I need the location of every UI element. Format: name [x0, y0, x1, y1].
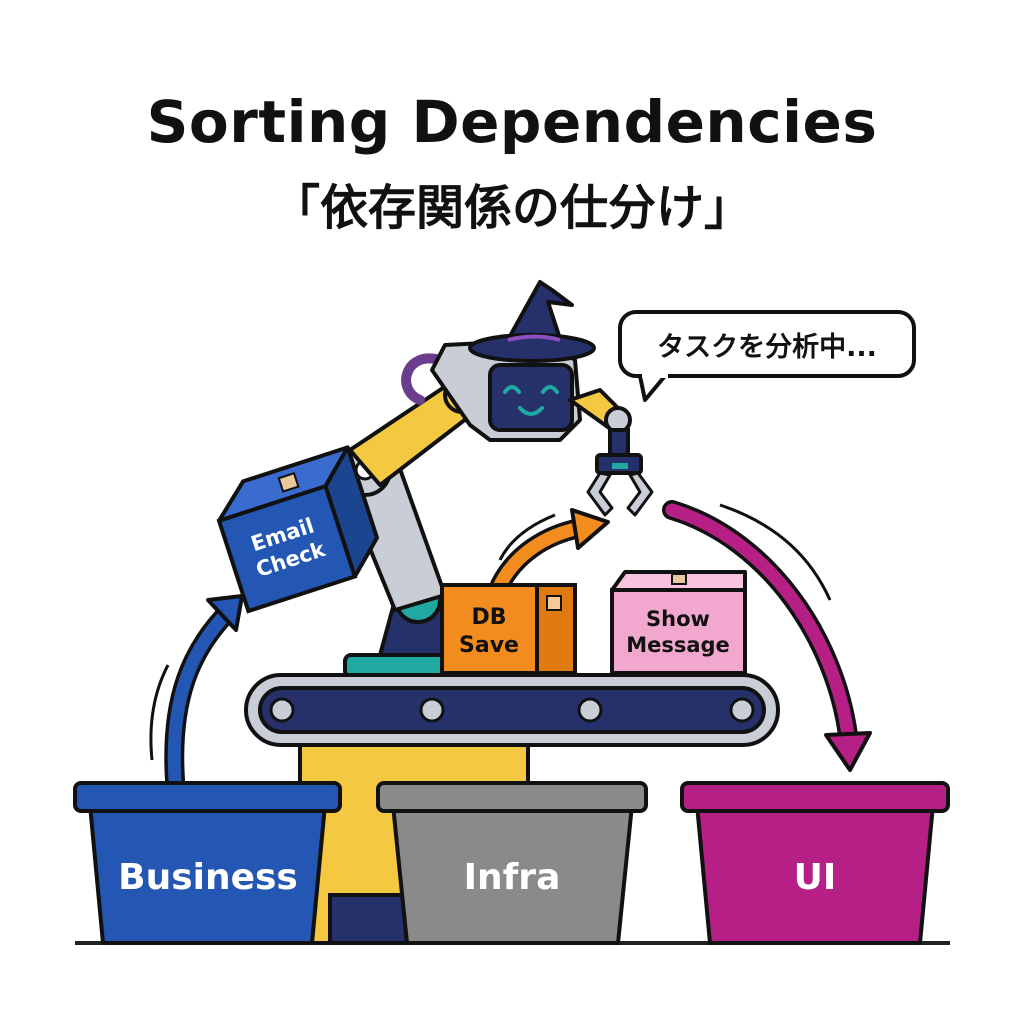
conveyor-belt — [244, 673, 780, 747]
bin-business: Business — [73, 781, 342, 945]
box-db-save-label-2: Save — [459, 633, 519, 658]
bin-ui: UI — [680, 781, 950, 945]
conveyor-roller — [419, 697, 445, 723]
page-title: Sorting Dependencies — [146, 88, 878, 156]
bin-infra: Infra — [376, 781, 648, 945]
box-db-save-label-1: DB — [471, 605, 506, 630]
bin-ui-label: UI — [794, 857, 837, 898]
arrow-down-icon — [662, 500, 872, 772]
bin-infra-label: Infra — [464, 857, 561, 898]
gripper-claw-icon — [586, 453, 654, 517]
box-email-check: Email Check — [216, 445, 380, 614]
conveyor-roller — [577, 697, 603, 723]
box-show-message-label-2: Message — [626, 633, 730, 657]
arrow-curve-icon — [490, 508, 610, 595]
wizard-hat-icon — [468, 280, 596, 363]
robot-forearm — [568, 388, 632, 462]
conveyor-roller — [729, 697, 755, 723]
speech-bubble: タスクを分析中... — [618, 310, 916, 402]
arrow-up-icon — [149, 594, 244, 790]
box-db-save: DB Save — [440, 583, 577, 675]
box-show-message-label-1: Show — [646, 607, 710, 631]
bin-business-label: Business — [118, 857, 298, 898]
speech-bubble-text: タスクを分析中... — [657, 332, 877, 363]
page-subtitle: 「依存関係の仕分け」 — [271, 180, 752, 236]
conveyor-roller — [269, 697, 295, 723]
box-show-message: Show Message — [610, 570, 747, 675]
